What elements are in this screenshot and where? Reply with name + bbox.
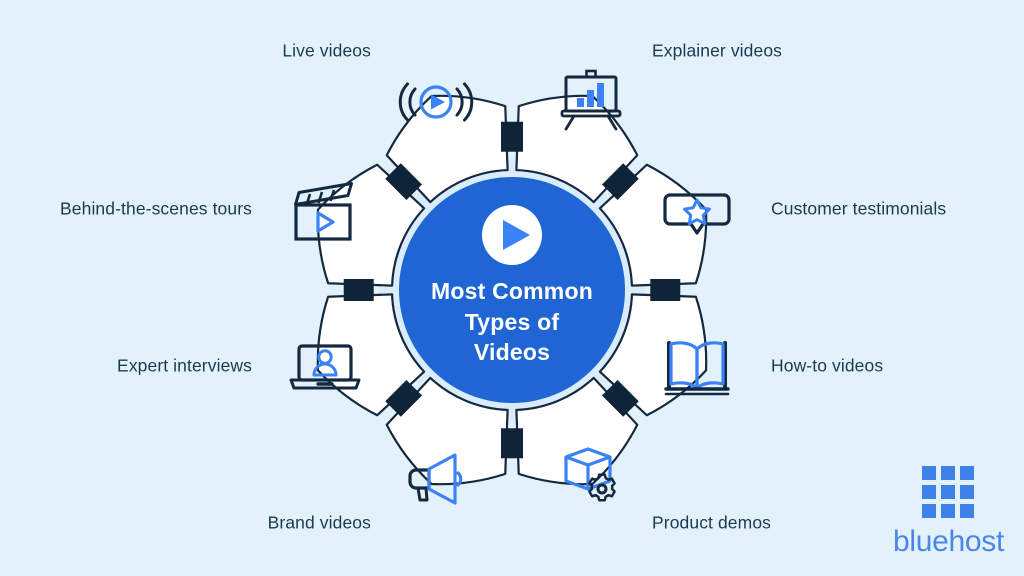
logo-square [941, 466, 955, 480]
segment-label-brand-videos: Brand videos [267, 512, 371, 533]
hub-title-line-3: Videos [473, 339, 551, 366]
segment-group [316, 94, 708, 486]
segment-connector [343, 279, 374, 301]
logo-square [922, 485, 936, 499]
segment-label-expert-interviews: Expert interviews [117, 355, 252, 376]
logo-square [960, 466, 974, 480]
segment-label-how-to-videos: How-to videos [771, 355, 884, 376]
segment-behind-the-scenes[interactable] [385, 94, 509, 204]
segment-label-explainer-videos: Explainer videos [652, 40, 783, 61]
segment-connector [385, 380, 422, 417]
logo-square [960, 485, 974, 499]
segment-connector [385, 163, 422, 200]
hub-circle [399, 177, 625, 403]
laptop-person-icon [289, 344, 361, 390]
segment-label-live-videos: Live videos [282, 40, 371, 61]
live-broadcast-icon [398, 82, 474, 122]
segment-connector [602, 163, 639, 200]
segment-label-product-demos: Product demos [652, 512, 771, 533]
segment-customer-testimonials[interactable] [598, 293, 708, 417]
clapperboard-icon [294, 182, 353, 241]
hub-title-line-1: Most Common [431, 278, 593, 305]
segment-brand-videos[interactable] [316, 293, 426, 417]
segment-label-customer-testimonials: Customer testimonials [771, 198, 947, 219]
segment-label-behind-the-scenes: Behind-the-scenes tours [60, 198, 252, 219]
logo-square [941, 504, 955, 518]
segment-connector [650, 279, 681, 301]
cube-gear-icon [564, 447, 616, 502]
hub-title-line-2: Types of [464, 308, 560, 335]
segment-live-videos[interactable] [515, 94, 639, 204]
segment-product-demos[interactable] [385, 376, 509, 486]
segment-connector [602, 380, 639, 417]
logo-square [960, 504, 974, 518]
logo-square [941, 485, 955, 499]
bluehost-grid-icon [893, 466, 1003, 518]
segment-connector [501, 428, 523, 459]
bluehost-wordmark: bluehost [893, 525, 1005, 558]
connector-group [343, 121, 681, 459]
open-book-icon [664, 341, 730, 396]
logo-square [922, 466, 936, 480]
bluehost-logo: bluehost [893, 466, 1005, 558]
play-circle-icon [482, 205, 542, 265]
segment-connector [501, 121, 523, 152]
hub-title: Most Common Types of Videos [397, 276, 627, 368]
presentation-chart-icon [560, 69, 622, 131]
logo-square [922, 504, 936, 518]
star-speech-bubble-icon [663, 193, 731, 235]
